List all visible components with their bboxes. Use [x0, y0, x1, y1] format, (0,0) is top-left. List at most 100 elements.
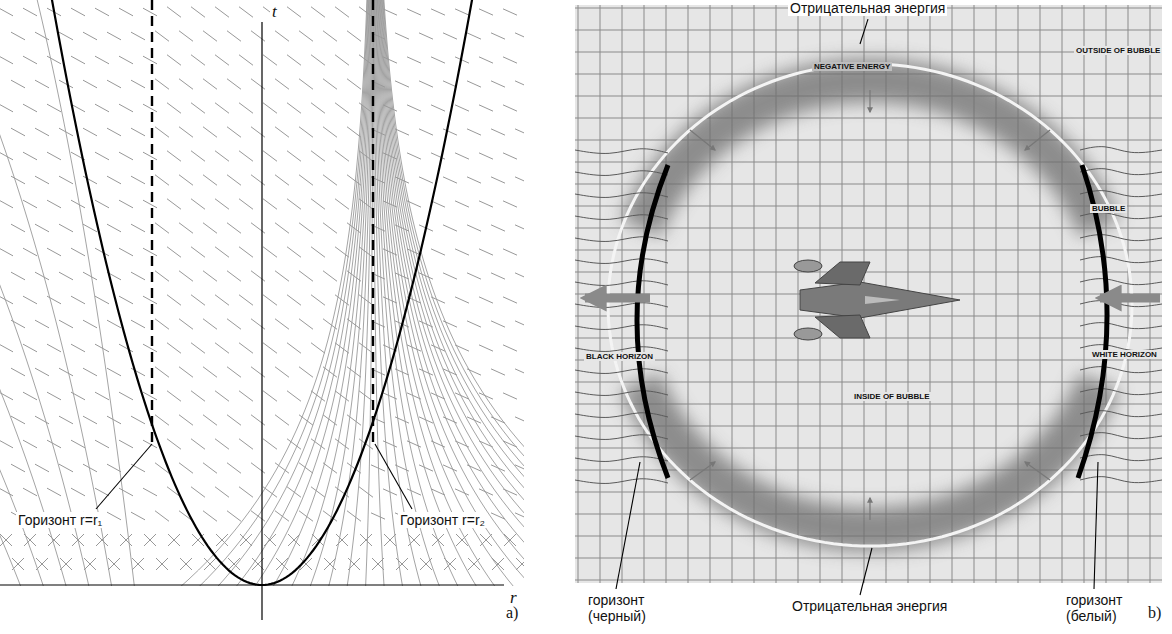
light-cone-dash [384, 534, 396, 546]
light-cone-dash [83, 224, 97, 232]
light-cone-dash [155, 175, 169, 186]
light-cone-dash [35, 224, 49, 232]
light-cone-dash [455, 105, 469, 111]
light-cone-dash [132, 558, 144, 570]
light-cone-dash [287, 439, 301, 450]
light-cone-dash [155, 127, 169, 138]
negative-energy-label: Отрицательная энергия [788, 0, 947, 16]
picture-caption: BLACK HORIZON [584, 352, 655, 361]
light-cone-dash [239, 55, 253, 66]
light-cone-dash [323, 31, 337, 42]
light-cone-dash [204, 558, 216, 570]
light-cone-dash [455, 249, 469, 255]
light-cone-dash [275, 511, 289, 522]
light-cone-dash [71, 248, 85, 256]
light-cone-dash [23, 152, 37, 160]
light-cone-dash [251, 127, 265, 138]
light-cone-dash [299, 223, 313, 234]
light-cone-dash [263, 103, 277, 114]
light-cone-dash [0, 8, 13, 16]
leader-line [1094, 462, 1098, 589]
light-cone-dash [407, 489, 421, 495]
light-cone-dash [491, 225, 505, 231]
light-cone-dash [71, 56, 85, 64]
light-cone-dash [299, 367, 313, 378]
light-cone-dash [323, 175, 337, 186]
warped-grid [575, 281, 668, 286]
light-cone-dash [263, 151, 277, 162]
light-cone-dash [276, 558, 288, 570]
light-cone-dash [287, 151, 301, 162]
light-cone-dash [23, 56, 37, 64]
worldline [381, 0, 524, 586]
warped-grid [1080, 147, 1162, 153]
light-cone-dash [263, 439, 277, 450]
light-cone-dash [263, 391, 277, 402]
light-cone-dash [479, 393, 493, 399]
light-cone-dash [143, 104, 157, 112]
light-cone-dash [95, 104, 109, 112]
light-cone-dash [275, 175, 289, 186]
light-cone-dash [179, 79, 193, 90]
light-cone-dash [47, 296, 61, 304]
light-cone-dash [108, 558, 120, 570]
light-cone-dash [107, 80, 121, 88]
light-cone-dash [191, 343, 205, 354]
light-cone-dash [396, 558, 408, 570]
light-cone-dash [35, 368, 49, 376]
light-cone-dash [311, 7, 325, 18]
light-cone-dash [191, 439, 205, 450]
leader-line [860, 19, 868, 44]
light-cone-dash [119, 56, 133, 64]
light-cone-dash [83, 32, 97, 40]
light-cone-dash [179, 223, 193, 234]
warped-grid [575, 413, 668, 418]
light-cone-dash [59, 464, 73, 472]
light-cone-dash [431, 57, 445, 63]
worldline [378, 0, 524, 586]
light-cone-dash [263, 199, 277, 210]
light-cone-dash [144, 534, 156, 546]
light-cone-dash [419, 465, 433, 471]
warped-grid [575, 391, 668, 396]
worldline [0, 0, 48, 586]
light-cone-dash [371, 513, 385, 519]
light-cone-dash [59, 224, 73, 232]
light-cone-dash [119, 488, 133, 496]
light-cone-dash [455, 201, 469, 207]
light-cone-dash [491, 33, 505, 39]
light-cone-dash [503, 105, 517, 111]
light-cone-dash [215, 295, 229, 306]
light-cone-dash [491, 321, 505, 327]
light-cone-dash [515, 177, 524, 183]
light-cone-dash [323, 223, 337, 234]
light-cone-dash [107, 32, 121, 40]
light-cone-dash [215, 487, 229, 498]
light-cone-dash [215, 151, 229, 162]
warped-grid [575, 369, 668, 374]
light-cone-dash [419, 177, 433, 183]
light-cone-dash [120, 534, 132, 546]
light-cone-dash [347, 79, 361, 90]
light-cone-dash [407, 345, 421, 351]
light-cone-dash [155, 319, 169, 330]
light-cone-dash [35, 176, 49, 184]
light-cone-dash [503, 345, 517, 351]
light-cone-dash [47, 440, 61, 448]
light-cone-dash [132, 558, 144, 570]
light-cone-dash [336, 534, 348, 546]
light-cone-dash [47, 392, 61, 400]
light-cone-dash [84, 558, 96, 570]
light-cone-dash [287, 55, 301, 66]
light-cone-dash [227, 79, 241, 90]
light-cone-dash [360, 534, 372, 546]
light-cone-dash [168, 534, 180, 546]
grid-ground [575, 5, 1162, 583]
light-cone-dash [503, 441, 517, 447]
light-cone-dash [191, 151, 205, 162]
light-cone-dash [23, 344, 37, 352]
small-arrow [690, 462, 715, 480]
light-cone-dash [107, 176, 121, 184]
light-cone-dash [419, 129, 433, 135]
